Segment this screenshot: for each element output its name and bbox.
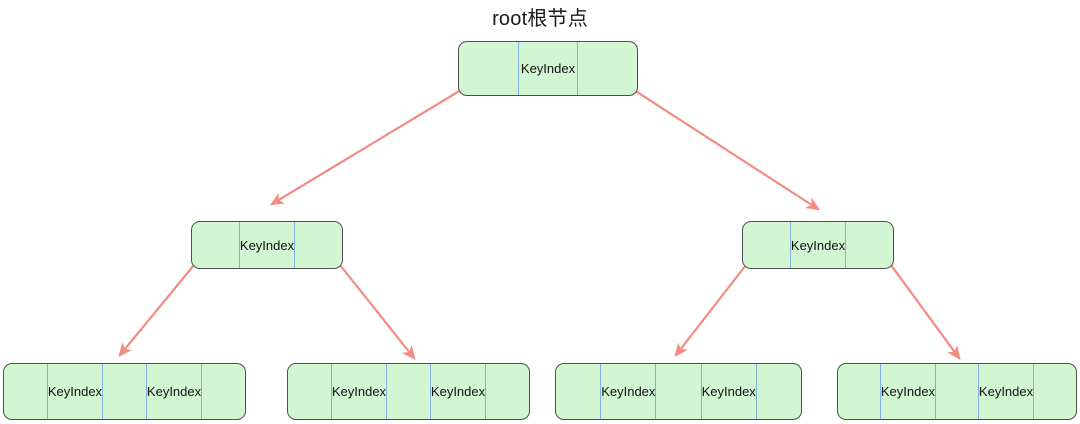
node-cell-keyindex: KeyIndex — [702, 364, 757, 419]
node-cell-empty — [936, 364, 979, 419]
node-cell-empty — [757, 364, 801, 419]
node-cell-empty — [4, 364, 48, 419]
node-cell-keyindex: KeyIndex — [240, 222, 296, 268]
node-cell-keyindex: KeyIndex — [519, 42, 579, 95]
node-cell-empty — [656, 364, 702, 419]
node-cell-empty — [459, 42, 519, 95]
edge-right-to-leaf3 — [674, 264, 747, 358]
node-cell-empty — [556, 364, 602, 419]
node-cell-keyindex: KeyIndex — [881, 364, 937, 419]
node-cell-empty — [486, 364, 529, 419]
node-cell-empty — [288, 364, 332, 419]
node-cell-empty — [846, 222, 893, 268]
node-cell-empty — [578, 42, 637, 95]
node-cell-empty — [295, 222, 342, 268]
node-cell-empty — [202, 364, 245, 419]
node-cell-empty — [192, 222, 240, 268]
node-cell-keyindex: KeyIndex — [147, 364, 203, 419]
edge-left-to-leaf2 — [339, 264, 416, 361]
internal-node-right[interactable]: KeyIndex — [742, 221, 894, 269]
diagram-title: root根节点 — [492, 8, 588, 30]
node-cell-keyindex: KeyIndex — [48, 364, 104, 419]
node-cell-keyindex: KeyIndex — [431, 364, 487, 419]
edge-root-to-left — [269, 89, 462, 206]
internal-node-left[interactable]: KeyIndex — [191, 221, 343, 269]
node-cell-empty — [1034, 364, 1076, 419]
node-cell-keyindex: KeyIndex — [601, 364, 657, 419]
node-cell-empty — [743, 222, 791, 268]
leaf-node-4[interactable]: KeyIndex KeyIndex — [837, 363, 1077, 420]
leaf-node-3[interactable]: KeyIndex KeyIndex — [555, 363, 802, 420]
edge-left-to-leaf1 — [118, 264, 195, 358]
edge-root-to-right — [633, 89, 821, 211]
root-node[interactable]: KeyIndex — [458, 41, 638, 96]
node-cell-keyindex: KeyIndex — [791, 222, 847, 268]
node-cell-keyindex: KeyIndex — [332, 364, 388, 419]
node-cell-empty — [838, 364, 881, 419]
leaf-node-1[interactable]: KeyIndex KeyIndex — [3, 363, 246, 420]
node-cell-empty — [387, 364, 431, 419]
node-cell-empty — [103, 364, 147, 419]
node-cell-keyindex: KeyIndex — [979, 364, 1035, 419]
edge-right-to-leaf4 — [890, 264, 961, 361]
leaf-node-2[interactable]: KeyIndex KeyIndex — [287, 363, 530, 420]
